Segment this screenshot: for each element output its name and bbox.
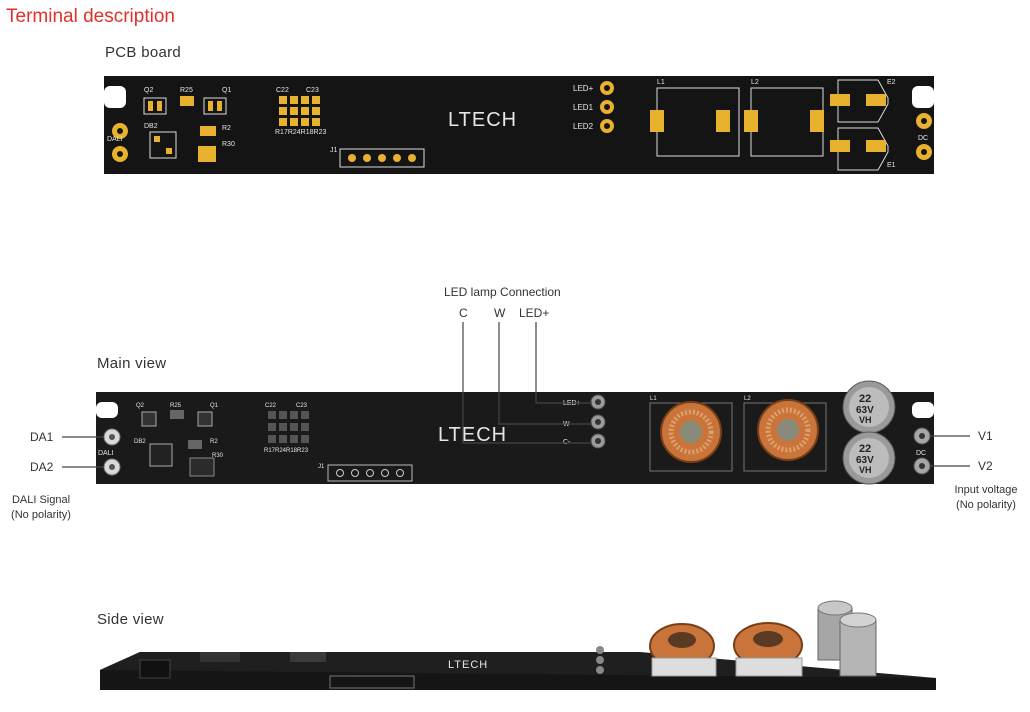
pcb-mount-notch-right <box>912 86 934 108</box>
pcb-silk-r30: R30 <box>222 141 235 148</box>
pcb-silk-led1: LED1 <box>573 103 594 112</box>
pcb-silk-e1: E1 <box>887 162 896 169</box>
main-brand-logo: LTECH <box>438 424 507 446</box>
pcb-pad <box>217 101 222 111</box>
side-view-board: LTECH <box>100 600 936 690</box>
pcb-outline-e2 <box>837 79 889 123</box>
pcb-silk-c23: C23 <box>306 87 319 94</box>
main-silk-c23: C23 <box>296 403 308 409</box>
led-pin-c: C <box>459 306 468 320</box>
main-silk-r-row: R17R24R18R23 <box>264 448 309 454</box>
pcb-outline-q1 <box>203 97 227 115</box>
pcb-pad-hole <box>117 151 123 157</box>
main-silk-dali: DALI <box>98 450 114 457</box>
main-silk-q2: Q2 <box>136 403 145 409</box>
main-view-board: DALI Q2 R25 Q1 DB2 R2 R30 C22 C23 R17R24… <box>96 380 934 485</box>
section-side-view: Side view <box>97 611 164 628</box>
pcb-pad <box>157 101 162 111</box>
pcb-pad <box>208 101 213 111</box>
main-cap-value: 22 <box>859 393 871 405</box>
pcb-silk-l2: L2 <box>751 79 759 86</box>
pcb-silk-dc: DC <box>918 135 928 142</box>
main-silk-j1: J1 <box>318 464 325 470</box>
pcb-pad <box>148 101 153 111</box>
pcb-pad-r2 <box>200 126 216 136</box>
pcb-board-body <box>104 76 934 174</box>
main-silk-l1: L1 <box>650 396 657 402</box>
main-silk-l2: L2 <box>744 396 751 402</box>
pcb-pad-r30 <box>198 146 216 162</box>
main-capacitor-e2: 22 63V VH <box>842 380 896 434</box>
pcb-header-j1 <box>339 148 425 168</box>
pcb-silk-c22: C22 <box>276 87 289 94</box>
terminal-label-da1: DA1 <box>30 430 54 444</box>
pcb-pad-r25 <box>180 96 194 106</box>
main-header-j1 <box>327 464 413 482</box>
input-voltage-caption: Input voltage (No polarity) <box>944 483 1028 513</box>
main-resistor-array <box>268 411 309 443</box>
main-cap-value: 22 <box>859 443 871 455</box>
main-mount-notch-right <box>912 402 934 418</box>
main-cap-series: VH <box>859 465 872 475</box>
main-capacitor-e1: 22 63V VH <box>842 431 896 485</box>
leader-c <box>462 322 592 444</box>
section-pcb-board: PCB board <box>105 44 182 61</box>
pcb-silk-q1: Q1 <box>222 87 231 94</box>
main-cap-voltage: 63V <box>856 455 874 466</box>
dali-signal-caption: DALI Signal (No polarity) <box>0 493 82 523</box>
leader-led-plus <box>535 322 592 404</box>
led-pin-w: W <box>494 306 506 320</box>
input-caption-line2: (No polarity) <box>956 499 1016 511</box>
side-capacitor-e1 <box>839 619 877 677</box>
dali-caption-line1: DALI Signal <box>11 494 71 506</box>
main-cap-series: VH <box>859 415 872 425</box>
pcb-silk-led-plus: LED+ <box>573 84 594 93</box>
pcb-silk-dali: DALI <box>107 136 123 143</box>
led-pin-led-plus: LED+ <box>519 306 550 320</box>
dali-caption-line2: (No polarity) <box>11 509 71 521</box>
pcb-silk-led2: LED2 <box>573 122 594 131</box>
pcb-silk-db2: DB2 <box>144 123 158 130</box>
pcb-pad <box>154 136 160 142</box>
side-brand-logo: LTECH <box>448 659 488 671</box>
main-silk-db2: DB2 <box>134 439 146 445</box>
pcb-outline-q2 <box>143 97 167 115</box>
main-silk-r30: R30 <box>212 453 224 459</box>
section-main-view: Main view <box>97 355 167 372</box>
pcb-silk-l1: L1 <box>657 79 665 86</box>
terminal-label-da2: DA2 <box>30 460 54 474</box>
pcb-outline-e1 <box>837 127 889 171</box>
pcb-pad-hole <box>117 128 123 134</box>
pcb-board: DALI Q2 R25 Q1 DB2 R2 R30 C22 C23 R17R24… <box>104 76 934 174</box>
terminal-label-v1: V1 <box>978 429 993 443</box>
pcb-pad <box>166 148 172 154</box>
main-silk-c22: C22 <box>265 403 277 409</box>
led-connection-heading: LED lamp Connection <box>444 285 561 299</box>
input-caption-line1: Input voltage <box>954 484 1018 496</box>
main-mount-notch-left <box>96 402 118 418</box>
led-leader-lines <box>462 322 592 444</box>
pcb-silk-e2: E2 <box>887 79 896 86</box>
main-silk-q1: Q1 <box>210 403 219 409</box>
pcb-resistor-array <box>279 96 320 126</box>
pcb-silk-r25: R25 <box>180 87 193 94</box>
leader-w <box>498 322 592 425</box>
pcb-outline-db2 <box>149 131 177 159</box>
main-silk-r2: R2 <box>210 439 218 445</box>
pcb-brand-logo: LTECH <box>448 109 517 131</box>
pcb-mount-notch-left <box>104 86 126 108</box>
pcb-silk-q2: Q2 <box>144 87 153 94</box>
main-cap-voltage: 63V <box>856 405 874 416</box>
pcb-silk-r2: R2 <box>222 125 231 132</box>
main-silk-r25: R25 <box>170 403 182 409</box>
terminal-label-v2: V2 <box>978 459 993 473</box>
pcb-silk-j1: J1 <box>330 147 338 154</box>
main-silk-dc: DC <box>916 450 926 457</box>
page-title: Terminal description <box>6 6 175 27</box>
pcb-silk-r-row: R17R24R18R23 <box>275 129 326 136</box>
